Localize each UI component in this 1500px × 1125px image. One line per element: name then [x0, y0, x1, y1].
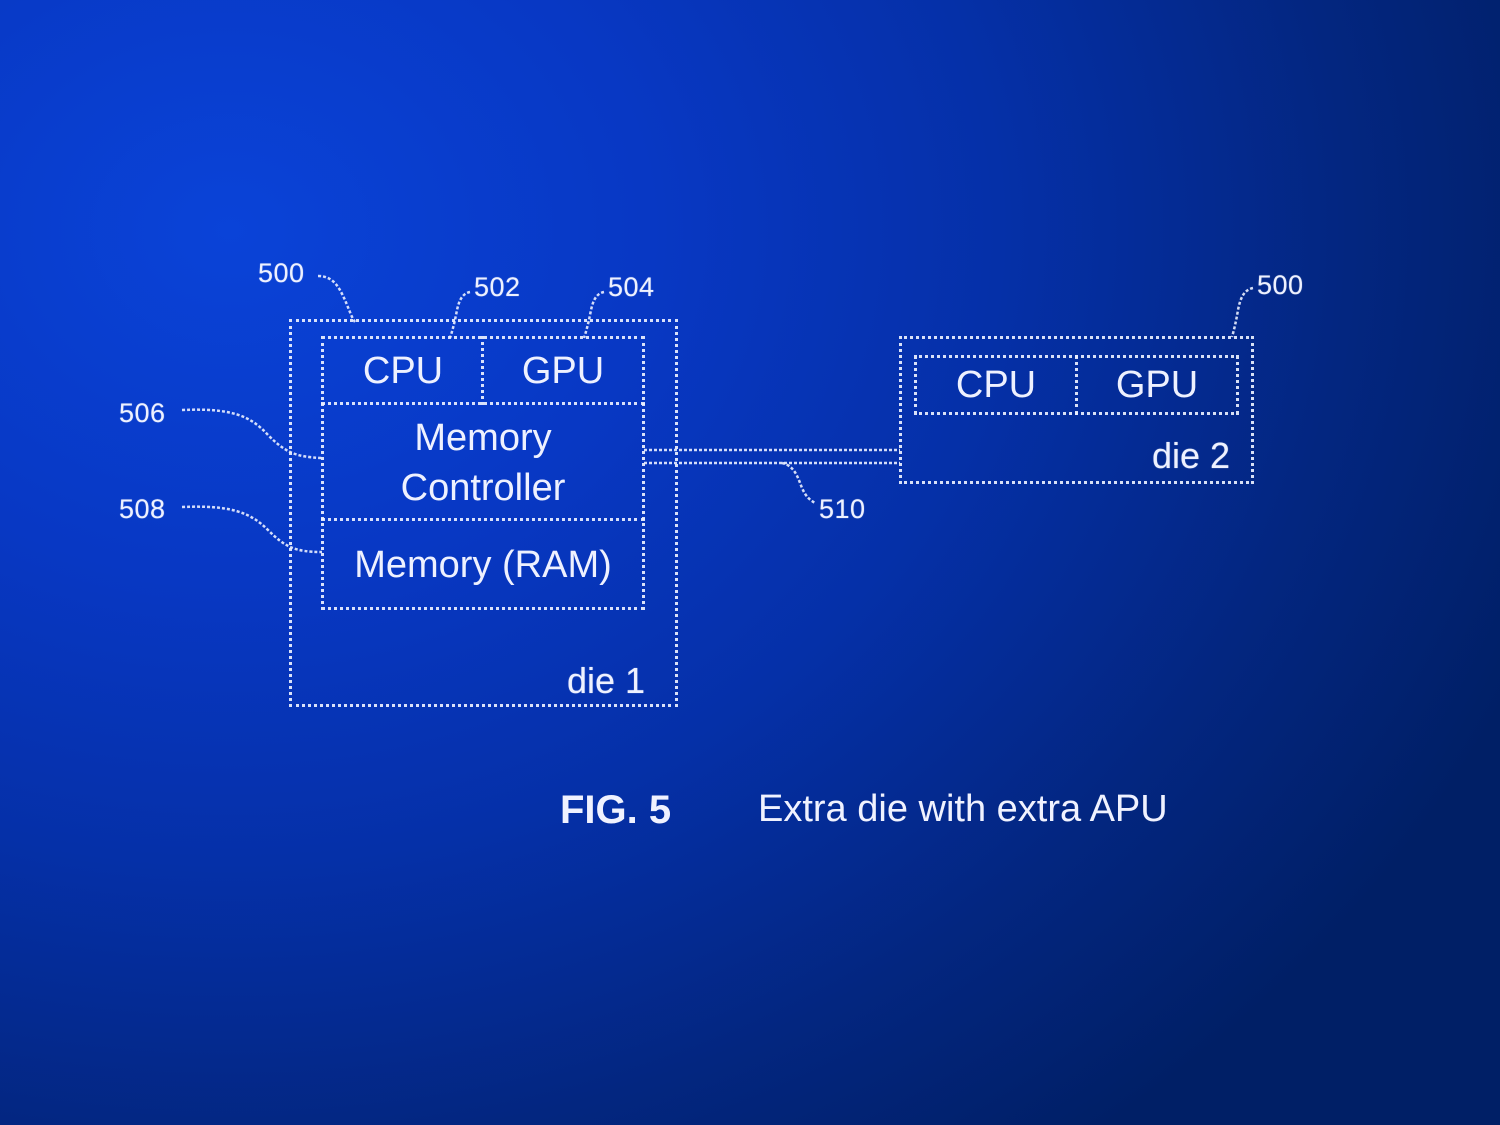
die1-outline	[289, 319, 678, 707]
die1-cpu-block: CPU	[324, 339, 482, 403]
die2-cpu-gpu-divider	[1075, 355, 1078, 415]
die2-cpu-block: CPU	[917, 358, 1075, 412]
leader-506	[181, 408, 323, 460]
memory-ram-label: Memory (RAM)	[354, 544, 612, 586]
ref-504: 504	[608, 272, 655, 302]
leader-504	[582, 290, 605, 339]
die2-label: die 2	[1152, 435, 1231, 476]
leader-502	[448, 290, 471, 339]
ref-510: 510	[819, 494, 866, 524]
die2-gpu-label: GPU	[1115, 364, 1199, 406]
die1-cpu-label: CPU	[362, 350, 444, 392]
memory-ram-block: Memory (RAM)	[324, 523, 642, 607]
memory-controller-label-1: Memory	[414, 417, 552, 459]
die2-cpu-label: CPU	[955, 364, 1037, 406]
die2-outline	[899, 336, 1254, 484]
ref-508: 508	[119, 494, 166, 524]
leader-500-die1	[317, 274, 357, 323]
leader-510	[781, 461, 816, 505]
die1-label: die 1	[567, 660, 646, 701]
leader-500-die2	[1230, 286, 1254, 338]
row-divider-1	[321, 402, 645, 405]
ref-500-die1: 500	[258, 258, 305, 288]
die1-gpu-label: GPU	[521, 350, 605, 392]
memory-controller-label-2: Controller	[400, 467, 566, 509]
figure-caption: Extra die with extra APU	[758, 788, 1168, 830]
figure-number: FIG. 5	[560, 788, 672, 832]
row-divider-2	[321, 518, 645, 521]
ref-502: 502	[474, 272, 521, 302]
memory-controller-block: Memory Controller	[324, 408, 642, 518]
ref-506: 506	[119, 398, 166, 428]
leader-508	[181, 505, 323, 554]
cpu-gpu-divider	[481, 336, 484, 405]
die2-gpu-block: GPU	[1078, 358, 1236, 412]
ref-500-die2: 500	[1257, 270, 1304, 300]
die1-gpu-block: GPU	[484, 339, 642, 403]
